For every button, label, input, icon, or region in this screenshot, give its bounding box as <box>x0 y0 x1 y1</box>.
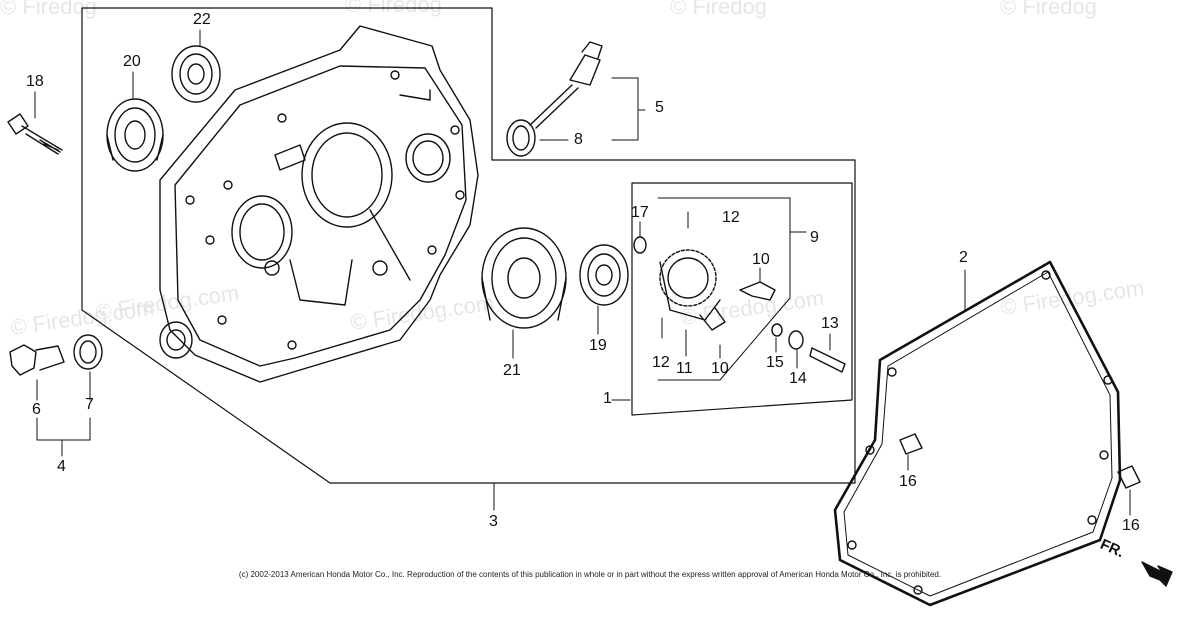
oil-filler-cap <box>506 41 603 157</box>
front-arrow <box>1141 561 1173 587</box>
flange-bolt <box>7 113 63 155</box>
dowel-pin-a <box>899 433 923 455</box>
callout-7: 7 <box>85 396 94 413</box>
callout-11: 11 <box>676 360 693 377</box>
callout-2: 2 <box>959 249 968 266</box>
washer-17 <box>633 236 647 254</box>
assembly-bracket <box>81 7 856 484</box>
callout-8: 8 <box>574 131 583 148</box>
callout-15: 15 <box>766 354 784 371</box>
washer-15 <box>771 323 783 337</box>
washer-14 <box>788 330 804 350</box>
pump-bracket <box>657 197 791 381</box>
callout-10-top: 10 <box>752 251 770 268</box>
oil-pump-gear <box>659 249 726 331</box>
callout-6: 6 <box>32 401 41 418</box>
callout-10-bottom: 10 <box>711 360 729 377</box>
pin-13 <box>809 347 846 373</box>
callout-4: 4 <box>57 458 66 475</box>
bearing-19 <box>579 244 629 306</box>
callout-12-bottom: 12 <box>652 354 670 371</box>
drain-plug <box>9 334 103 376</box>
callout-3: 3 <box>489 513 498 530</box>
clip-10 <box>739 281 776 301</box>
callout-16-right: 16 <box>1122 517 1140 534</box>
callout-20: 20 <box>123 53 141 70</box>
watermark: © Firedog <box>0 0 97 19</box>
callout-17: 17 <box>631 204 649 221</box>
callout-19: 19 <box>589 337 607 354</box>
callout-12-top: 12 <box>722 209 740 226</box>
bearing-21 <box>481 227 567 329</box>
callout-21: 21 <box>503 362 521 379</box>
watermark: © Firedog <box>1000 0 1097 19</box>
case-gasket <box>833 260 1122 607</box>
callout-1: 1 <box>603 390 612 407</box>
callout-5: 5 <box>655 99 664 116</box>
crankcase-cover <box>159 25 479 383</box>
callout-14: 14 <box>789 370 807 387</box>
callout-13: 13 <box>821 315 839 332</box>
copyright-notice: (c) 2002-2013 American Honda Motor Co., … <box>238 570 942 579</box>
watermark: © Firedog <box>670 0 767 19</box>
bearing-20 <box>106 98 164 172</box>
subassembly-bracket <box>631 182 853 416</box>
callout-18: 18 <box>26 73 44 90</box>
callout-22: 22 <box>193 11 211 28</box>
callout-9: 9 <box>810 229 819 246</box>
callout-16-left: 16 <box>899 473 917 490</box>
bearing-22 <box>171 45 221 103</box>
dowel-pin-b <box>1117 465 1141 489</box>
